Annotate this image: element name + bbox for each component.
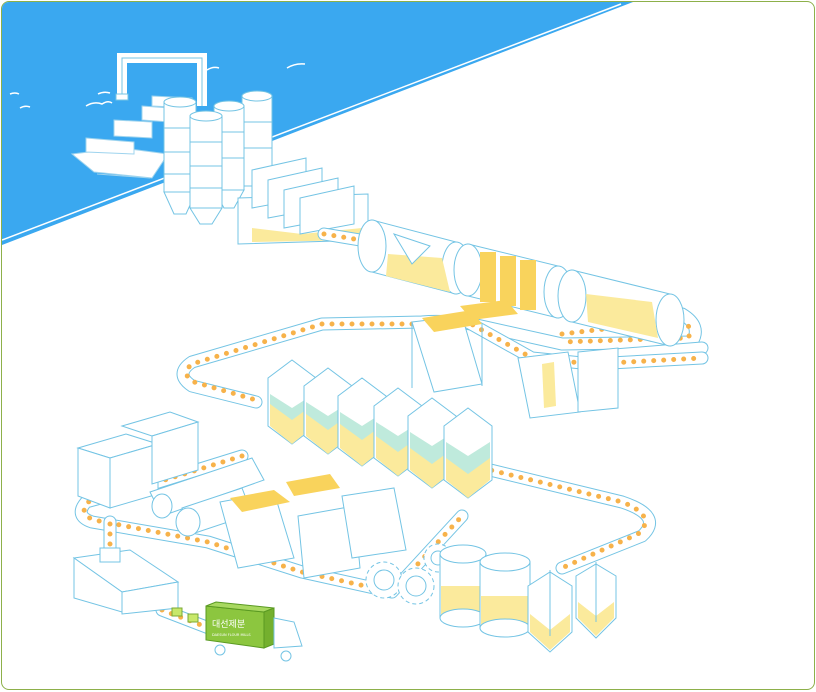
packing-bags bbox=[517, 347, 619, 419]
sifter-lower bbox=[219, 474, 407, 579]
gear-icon bbox=[397, 567, 435, 605]
gear-icon bbox=[365, 561, 403, 599]
silo-icon bbox=[443, 407, 493, 499]
truck-icon: 대선제분 DAESUN FLOUR MILLS bbox=[205, 601, 303, 662]
intake-silos bbox=[163, 90, 273, 225]
mill-drum-icon bbox=[557, 269, 685, 347]
tank-icon bbox=[527, 570, 573, 653]
truck-sublabel: DAESUN FLOUR MILLS bbox=[212, 633, 251, 637]
flour-bags bbox=[171, 607, 199, 623]
silo-row bbox=[267, 359, 493, 499]
tank-icon bbox=[575, 562, 617, 639]
tank-icon bbox=[439, 544, 487, 628]
ship-icon bbox=[70, 95, 193, 179]
crane-icon bbox=[115, 53, 207, 106]
tank-icon bbox=[479, 552, 531, 638]
storage-frames bbox=[76, 411, 200, 509]
silo-icon bbox=[337, 377, 387, 467]
separator-plate bbox=[251, 157, 355, 235]
packaging-house bbox=[72, 547, 180, 615]
cleaning-separator bbox=[237, 157, 369, 245]
sifter-upper bbox=[411, 300, 518, 393]
truck-label: 대선제분 bbox=[212, 619, 245, 630]
silo-icon bbox=[189, 110, 223, 225]
mill-drum-icon bbox=[357, 219, 471, 295]
